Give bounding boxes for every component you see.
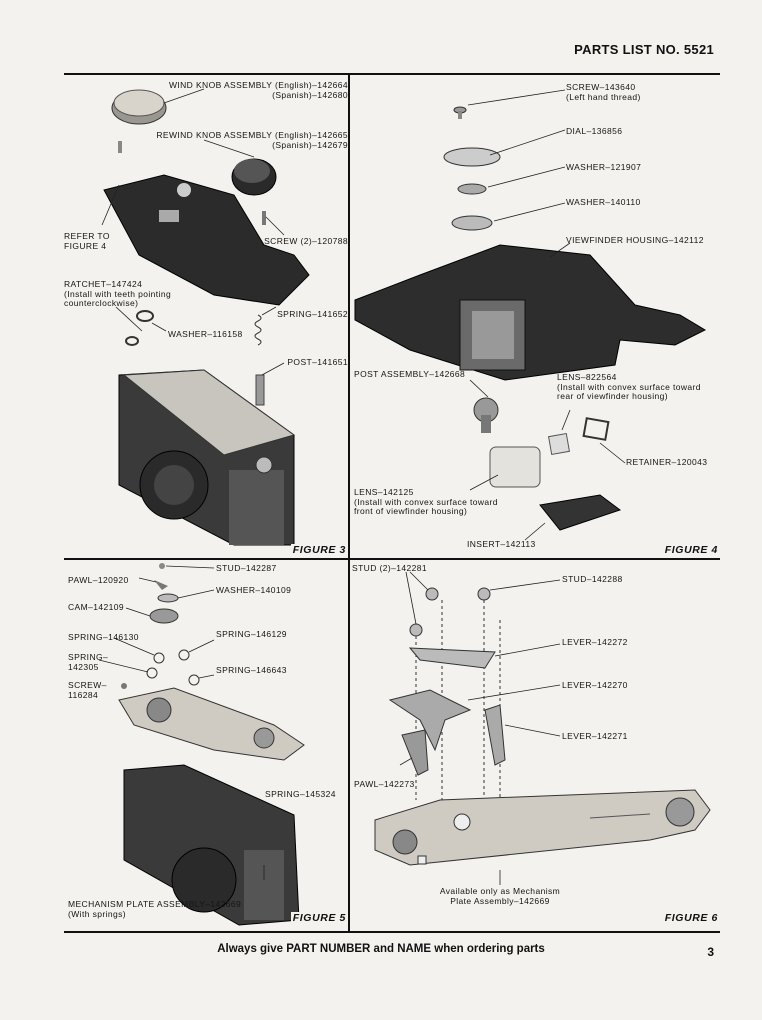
washer-label: WASHER–116158	[168, 329, 243, 339]
washer-121907-label: WASHER–121907	[566, 162, 642, 172]
lens-822564-label: LENS–822564 (Install with convex surface…	[557, 372, 701, 401]
cam-label: CAM–142109	[68, 602, 124, 612]
stud-142281-label: STUD (2)–142281	[352, 563, 427, 573]
ordering-notice: Always give PART NUMBER and NAME when or…	[217, 943, 545, 955]
rewind-knob-label: REWIND KNOB ASSEMBLY (English)–142665 (S…	[156, 130, 348, 150]
post-assembly-label: POST ASSEMBLY–142668	[354, 369, 466, 379]
vertical-divider	[348, 75, 350, 931]
spring-145324-label: SPRING–145324	[265, 789, 336, 799]
refer-figure-4-label: REFER TO FIGURE 4	[64, 231, 110, 251]
screw-label: SCREW–143640 (Left hand thread)	[566, 82, 641, 102]
figure-6-panel: STUD (2)–142281 STUD–142288 LEVER–142272…	[350, 560, 720, 931]
dial-label: DIAL–136856	[566, 126, 623, 136]
insert-label: INSERT–142113	[467, 539, 536, 549]
figure-3-panel: WIND KNOB ASSEMBLY (English)–142664 (Spa…	[64, 75, 348, 558]
post-label: POST–141651	[287, 357, 348, 367]
lever-142271-label: LEVER–142271	[562, 731, 628, 741]
figure-5-caption: FIGURE 5	[290, 912, 348, 924]
spring-label: SPRING–141652	[277, 309, 348, 319]
horizontal-divider	[64, 558, 720, 560]
pawl-label: PAWL–120920	[68, 575, 129, 585]
viewfinder-housing-label: VIEWFINDER HOUSING–142112	[566, 235, 704, 245]
lever-142272-label: LEVER–142272	[562, 637, 628, 647]
spring-142305-label: SPRING– 142305	[68, 652, 109, 672]
stud-label: STUD–142287	[216, 563, 277, 573]
washer-140110-label: WASHER–140110	[566, 197, 641, 207]
page-number: 3	[707, 945, 714, 959]
page-header: PARTS LIST NO. 5521	[574, 42, 714, 57]
figure-6-caption: FIGURE 6	[662, 912, 720, 924]
stud-142288-label: STUD–142288	[562, 574, 623, 584]
availability-note: Available only as Mechanism Plate Assemb…	[439, 886, 561, 906]
figure-5-illustration	[98, 563, 305, 926]
lever-142270-label: LEVER–142270	[562, 680, 628, 690]
figure-6-illustration	[374, 571, 711, 885]
spring-146130-label: SPRING–146130	[68, 632, 139, 642]
parts-diagram-grid: WIND KNOB ASSEMBLY (English)–142664 (Spa…	[64, 73, 720, 933]
spring-146129-label: SPRING–146129	[216, 629, 287, 639]
ratchet-label: RATCHET–147424 (Install with teeth point…	[64, 279, 172, 308]
figure-4-panel: SCREW–143640 (Left hand thread) DIAL–136…	[350, 75, 720, 558]
figure-3-illustration	[101, 88, 310, 546]
spring-146643-label: SPRING–146643	[216, 665, 287, 675]
wind-knob-label: WIND KNOB ASSEMBLY (English)–142664 (Spa…	[168, 80, 348, 100]
figure-4-illustration	[354, 89, 707, 541]
washer-label: WASHER–140109	[216, 585, 292, 595]
figure-3-caption: FIGURE 3	[290, 544, 348, 556]
pawl-label: PAWL–142273	[354, 779, 415, 789]
figure-4-caption: FIGURE 4	[662, 544, 720, 556]
mechanism-plate-label: MECHANISM PLATE ASSEMBLY–142669 (With sp…	[68, 899, 242, 919]
retainer-label: RETAINER–120043	[626, 457, 708, 467]
screw-label: SCREW (2)–120788	[264, 236, 348, 246]
figure-5-panel: PAWL–120920 STUD–142287 WASHER–140109 CA…	[64, 560, 348, 931]
screw-label: SCREW– 116284	[68, 680, 107, 700]
lens-142125-label: LENS–142125 (Install with convex surface…	[354, 487, 498, 516]
